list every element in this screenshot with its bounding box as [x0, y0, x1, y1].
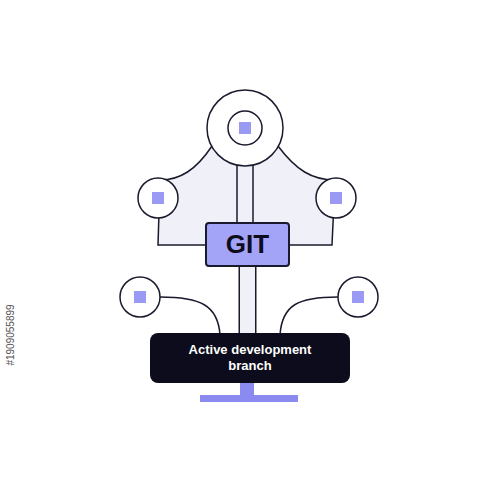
node-text: GIT	[226, 229, 269, 260]
monitor-neck	[240, 382, 254, 396]
trunk	[237, 160, 253, 224]
commit-circle	[338, 277, 378, 317]
commit-circle	[120, 277, 160, 317]
commit-circle	[316, 178, 356, 218]
git-box: GIT	[205, 222, 290, 267]
commit-square	[330, 192, 342, 204]
commit-square	[239, 122, 251, 134]
watermark-id: #1909055899	[5, 304, 16, 365]
trunk-fill	[240, 267, 255, 333]
commit-circle	[207, 90, 283, 166]
branch-line	[160, 297, 220, 335]
trunk-line	[236, 160, 238, 224]
branch-line	[280, 297, 338, 335]
trunk-connector	[247, 267, 248, 333]
trunk-line	[252, 160, 254, 224]
node-text: Active development branch	[170, 342, 330, 373]
branch-bar: Active development branch	[150, 333, 350, 383]
monitor-base	[200, 395, 298, 402]
commit-square	[134, 291, 146, 303]
trunk-outline	[239, 267, 257, 333]
commit-circle-inner	[228, 111, 262, 145]
commit-square	[152, 192, 164, 204]
commit-square	[352, 291, 364, 303]
commit-circle	[138, 178, 178, 218]
